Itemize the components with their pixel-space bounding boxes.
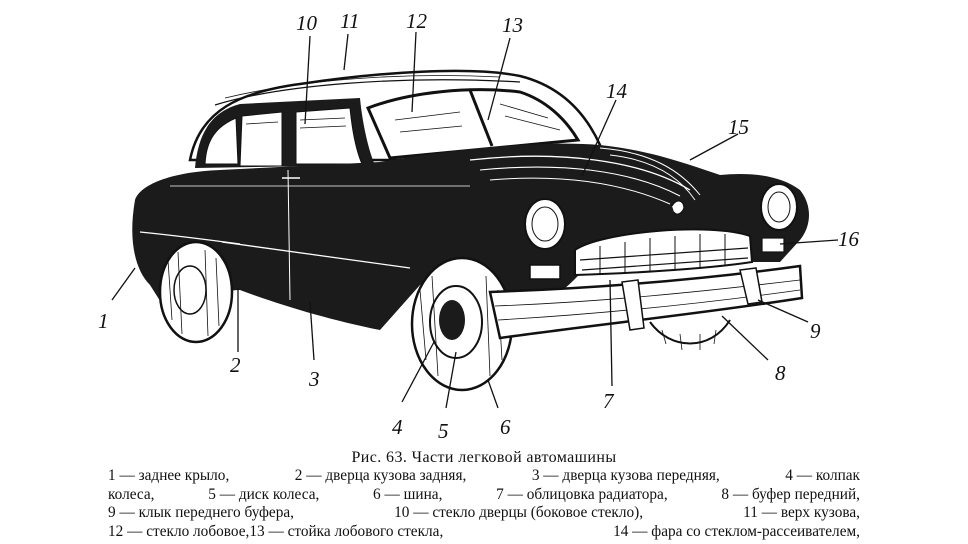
callout-3: 3 <box>308 367 320 391</box>
callout-14: 14 <box>606 79 628 103</box>
callout-7: 7 <box>603 389 615 413</box>
legend-entry: 6 — шина, <box>373 485 443 503</box>
legend-entry: 1 — заднее крыло, <box>108 467 230 484</box>
legend-line-3: 9 — клык переднего буфера, 10 — стекло д… <box>108 504 860 523</box>
callout-8: 8 <box>775 361 786 385</box>
callout-16: 16 <box>838 227 860 251</box>
figure-legend: 1 — заднее крыло, 2 — дверца кузова задн… <box>108 467 860 541</box>
legend-entry: 11 — верх кузова, <box>743 504 860 522</box>
legend-entry: 3 — дверца кузова передняя, <box>531 467 720 484</box>
rear-wheel <box>158 240 234 344</box>
callout-9: 9 <box>810 319 821 343</box>
callout-13: 13 <box>502 13 523 37</box>
callout-15: 15 <box>728 115 749 139</box>
legend-entry: 8 — буфер передний, <box>721 485 860 503</box>
callout-4: 4 <box>392 415 403 439</box>
callout-2: 2 <box>230 353 241 377</box>
callout-12: 12 <box>406 9 428 33</box>
front-wheel <box>410 256 514 392</box>
legend-entry: 7 — облицовка радиатора, <box>496 485 668 503</box>
car-illustration: 1 2 3 4 5 6 7 8 9 10 11 12 13 14 15 16 <box>98 9 860 443</box>
legend-entry: колеса, <box>108 485 155 503</box>
callout-1: 1 <box>98 309 109 333</box>
legend-line-2: колеса, 5 — диск колеса, 6 — шина, 7 — о… <box>108 486 860 505</box>
callout-10: 10 <box>296 11 318 35</box>
rear-quarter-window <box>204 117 239 165</box>
car-drawing <box>132 69 809 392</box>
windshield <box>365 88 581 160</box>
legend-line-1: 1 — заднее крыло, 2 — дверца кузова задн… <box>108 467 860 486</box>
legend-entry: 14 — фара со стеклом-рассеивателем, <box>613 522 860 540</box>
legend-entry: 4 — колпак <box>785 467 860 484</box>
figure-caption-title: Рис. 63. Части легковой автомашины <box>351 449 617 466</box>
legend-line-4: 12 — стекло лобовое,13 — стойка лобового… <box>108 523 860 542</box>
legend-entry: 12 — стекло лобовое,13 — стойка лобового… <box>108 522 444 540</box>
car-body <box>132 143 809 330</box>
leader-lines <box>111 31 839 409</box>
legend-entry: 10 — стекло дверцы (боковое стекло), <box>394 504 644 522</box>
legend-entry: 5 — диск колеса, <box>208 485 320 503</box>
callout-5: 5 <box>438 419 449 443</box>
callout-numbers: 1 2 3 4 5 6 7 8 9 10 11 12 13 14 15 16 <box>98 9 860 443</box>
callout-11: 11 <box>340 9 359 33</box>
headlight-right <box>760 183 798 231</box>
rear-door-window <box>239 111 283 167</box>
headlight-left <box>524 198 566 250</box>
callout-6: 6 <box>500 415 511 439</box>
front-bumper <box>488 264 804 340</box>
radiator-grille <box>574 228 754 277</box>
legend-entry: 2 — дверца кузова задняя, <box>294 467 467 484</box>
legend-entry: 9 — клык переднего буфера, <box>108 504 294 522</box>
